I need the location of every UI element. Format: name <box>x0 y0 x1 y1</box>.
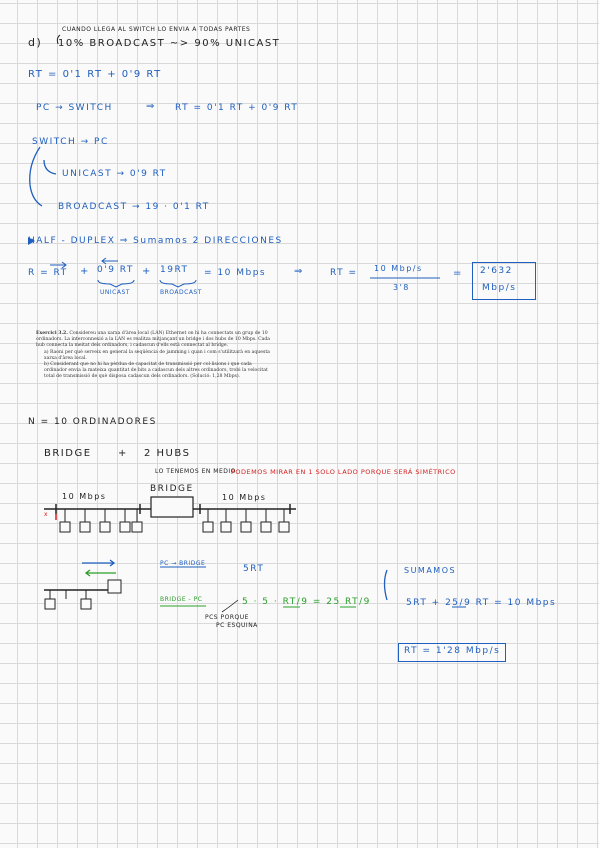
equation-lhs: R = RT <box>28 268 68 278</box>
result-value: 2'632 <box>480 266 513 276</box>
equation-term-broadcast: 19RT <box>160 265 189 275</box>
bridge-to-pc-arrow <box>84 569 116 577</box>
exercise-item-b: b) Considerant que no hi ha pèrdua de ca… <box>44 362 268 380</box>
equation-plus-2: + <box>142 266 152 277</box>
rt-formula: RT = 0'1 RT + 0'9 RT <box>28 69 162 80</box>
equation-denominator: 3'8 <box>393 283 410 292</box>
pcs-porque-note: PCS PORQUE <box>205 614 249 621</box>
pc-to-bridge-arrow <box>82 559 116 567</box>
bullet-icon <box>28 237 35 245</box>
bridge-box <box>150 496 194 518</box>
equation-equals: = <box>453 268 463 279</box>
bridge-plus: + <box>118 448 128 459</box>
exercise-body: Considereu una xarxa d'àrea local (LAN) … <box>36 331 271 349</box>
rt-vector-arrow <box>50 261 67 269</box>
equation-plus-1: + <box>80 266 90 277</box>
lower-computers <box>44 590 92 610</box>
equation-label-unicast: UNICAST <box>100 289 130 296</box>
equation-numerator: 10 Mbp/s <box>374 264 423 273</box>
final-result: RT = 1'28 Mbp/s <box>404 646 501 656</box>
equation-rt: RT = <box>330 268 358 278</box>
medio-note: LO TENEMOS EN MEDIO <box>155 468 236 475</box>
unicast-branch <box>43 159 57 175</box>
broadcast-note: CUANDO LLEGA AL SWITCH LO ENVIA A TODAS … <box>62 26 251 33</box>
unicast-brace <box>97 279 135 288</box>
hubs-heading: 2 HUBS <box>144 448 191 459</box>
unicast-vector-arrow <box>101 257 118 265</box>
sum-equation: 5RT + 25/9 RT = 10 Mbps <box>406 598 557 608</box>
equation-label-broadcast: BROADCAST <box>160 289 202 296</box>
broadcast-brace <box>159 279 197 288</box>
pc-bridge-label: PC → BRIDGE <box>160 560 206 567</box>
sumamos-label: SUMAMOS <box>404 566 457 575</box>
switch-pc-unicast: UNICAST → 0'9 RT <box>62 169 167 179</box>
branch-bracket <box>29 146 43 207</box>
switch-pc-title: SWITCH → PC <box>32 137 109 147</box>
equation-equals-10mbps: = 10 Mbps <box>204 268 267 278</box>
sumamos-bracket <box>383 569 388 601</box>
result-box <box>472 262 536 300</box>
right-computers <box>202 509 290 533</box>
switch-pc-broadcast: BROADCAST → 19 · 0'1 RT <box>58 202 210 212</box>
broadcast-unicast-ratio: 10% BROADCAST ~> 90% UNICAST <box>58 38 281 49</box>
exercise-excerpt: Exercici 3.2. Considereu una xarxa d'àre… <box>36 331 272 381</box>
equation-term-unicast: 0'9 RT <box>97 265 134 275</box>
implies-arrow: ⇒ <box>146 101 156 112</box>
exercise-item-a: a) Raoni per què serveix en general la s… <box>44 349 270 361</box>
equation-implies: ⇒ <box>294 266 304 277</box>
bridge-heading: BRIDGE <box>44 448 92 459</box>
n-ordinadores: N = 10 ORDINADORES <box>28 417 157 427</box>
half-duplex-line: HALF - DUPLEX ⇒ Sumamos 2 DIRECCIONES <box>28 236 283 246</box>
pc-esquina-note: PC ESQUINA <box>216 622 258 629</box>
exercise-title: Exercici 3.2. <box>36 331 68 336</box>
note-pointer <box>56 34 61 45</box>
pc-switch-label: PC → SWITCH <box>36 103 113 113</box>
lower-bridge-box <box>107 579 122 594</box>
left-computers <box>59 509 143 533</box>
left-hub-speed: 10 Mbps <box>62 492 107 501</box>
final-result-box <box>398 643 506 662</box>
bridge-pc-calc: 5 · 5 · RT/9 = 25 RT/9 <box>242 597 371 607</box>
result-unit: Mbp/s <box>482 283 517 293</box>
right-hub-speed: 10 Mbps <box>222 493 267 502</box>
bridge-pc-label: BRIDGE - PC <box>160 596 203 603</box>
section-d-label: d) <box>28 36 43 49</box>
pc-switch-formula: RT = 0'1 RT + 0'9 RT <box>175 103 299 113</box>
symmetry-note: PODEMOS MIRAR EN 1 SOLO LADO PORQUE SERÁ… <box>231 468 456 476</box>
pcs-pointer <box>221 599 239 613</box>
collision-marker: x <box>44 511 49 518</box>
bridge-label: BRIDGE <box>150 484 194 494</box>
srt-term: 5RT <box>243 564 265 574</box>
